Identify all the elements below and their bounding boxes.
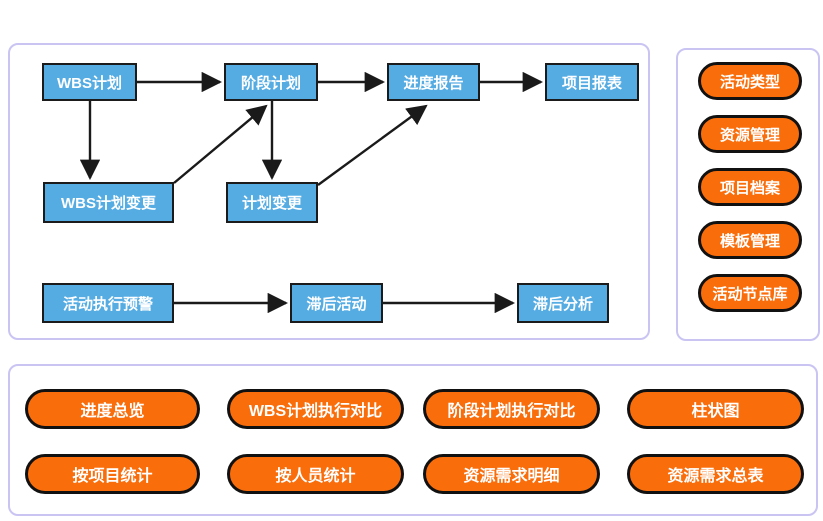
flow-node-phase-plan: 阶段计划 bbox=[224, 63, 318, 101]
flow-node-wbs-plan-change: WBS计划变更 bbox=[43, 182, 174, 223]
side-item-activity-node-library: 活动节点库 bbox=[698, 274, 802, 312]
side-panel: 活动类型 资源管理 项目档案 模板管理 活动节点库 bbox=[676, 48, 820, 341]
bottom-item-phase-plan-exec-compare: 阶段计划执行对比 bbox=[423, 389, 600, 429]
bottom-item-resource-demand-summary: 资源需求总表 bbox=[627, 454, 804, 494]
flowchart-panel: WBS计划 阶段计划 进度报告 项目报表 WBS计划变更 计划变更 活动执行预警… bbox=[8, 43, 650, 340]
bottom-item-stats-by-project: 按项目统计 bbox=[25, 454, 200, 494]
side-item-resource-mgmt: 资源管理 bbox=[698, 115, 802, 153]
flow-node-lagging-activity: 滞后活动 bbox=[290, 283, 383, 323]
side-item-template-mgmt: 模板管理 bbox=[698, 221, 802, 259]
bottom-item-bar-chart: 柱状图 bbox=[627, 389, 804, 429]
flow-node-activity-warning: 活动执行预警 bbox=[42, 283, 174, 323]
bottom-item-progress-overview: 进度总览 bbox=[25, 389, 200, 429]
bottom-item-wbs-plan-exec-compare: WBS计划执行对比 bbox=[227, 389, 404, 429]
bottom-item-resource-demand-detail: 资源需求明细 bbox=[423, 454, 600, 494]
flow-node-project-report: 项目报表 bbox=[545, 63, 639, 101]
flow-node-lag-analysis: 滞后分析 bbox=[517, 283, 609, 323]
bottom-panel: 进度总览 WBS计划执行对比 阶段计划执行对比 柱状图 按项目统计 按人员统计 … bbox=[8, 364, 818, 516]
flow-node-wbs-plan: WBS计划 bbox=[42, 63, 137, 101]
side-item-project-archive: 项目档案 bbox=[698, 168, 802, 206]
flow-node-plan-change: 计划变更 bbox=[226, 182, 318, 223]
flow-node-progress-report: 进度报告 bbox=[387, 63, 480, 101]
bottom-item-stats-by-person: 按人员统计 bbox=[227, 454, 404, 494]
side-item-activity-type: 活动类型 bbox=[698, 62, 802, 100]
